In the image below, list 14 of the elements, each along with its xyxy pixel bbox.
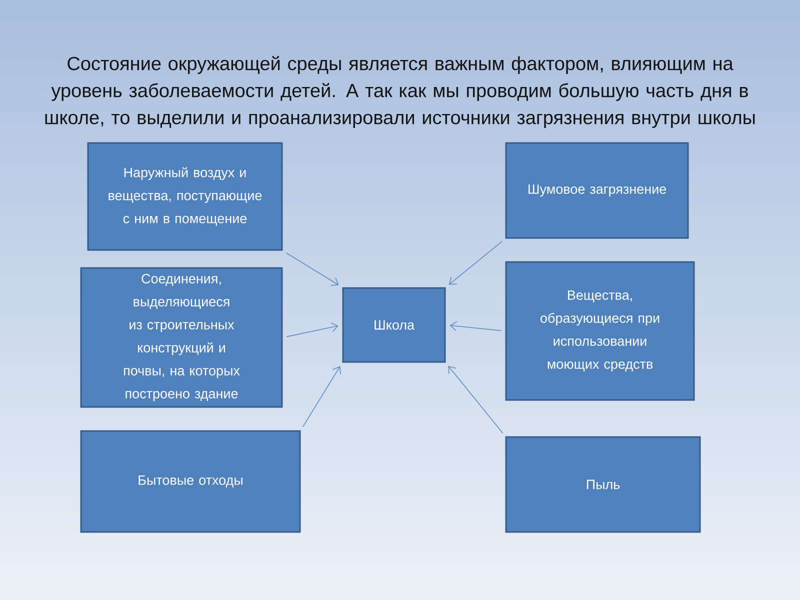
arrow <box>450 321 502 331</box>
text-box: Наружный воздух и вещества, поступающие с ним в помещение <box>87 142 283 251</box>
arrow <box>286 322 338 338</box>
arrow <box>448 366 504 434</box>
text-box: Школа <box>342 287 446 363</box>
text-box: Шумовое загрязнение <box>505 142 689 239</box>
arrow <box>448 240 503 285</box>
text-box: Пыль <box>505 436 701 533</box>
title: Состояние окружающей среды является важным фактором, влияющим на уровень заболеваемости детей. А так как мы проводим большую часть дня в школе, то выделили и проанализировали источники загрязнения внутри школы <box>45 56 755 128</box>
text-box: Вещества, образующиеся при использовании моющих средств <box>505 261 695 401</box>
text-box: Соединения, выделяющиеся из строительных конструкций и почвы, на которых построено здание <box>80 267 283 408</box>
text-box: Бытовые отходы <box>80 430 301 533</box>
arrow <box>302 366 341 428</box>
arrow <box>286 252 339 286</box>
